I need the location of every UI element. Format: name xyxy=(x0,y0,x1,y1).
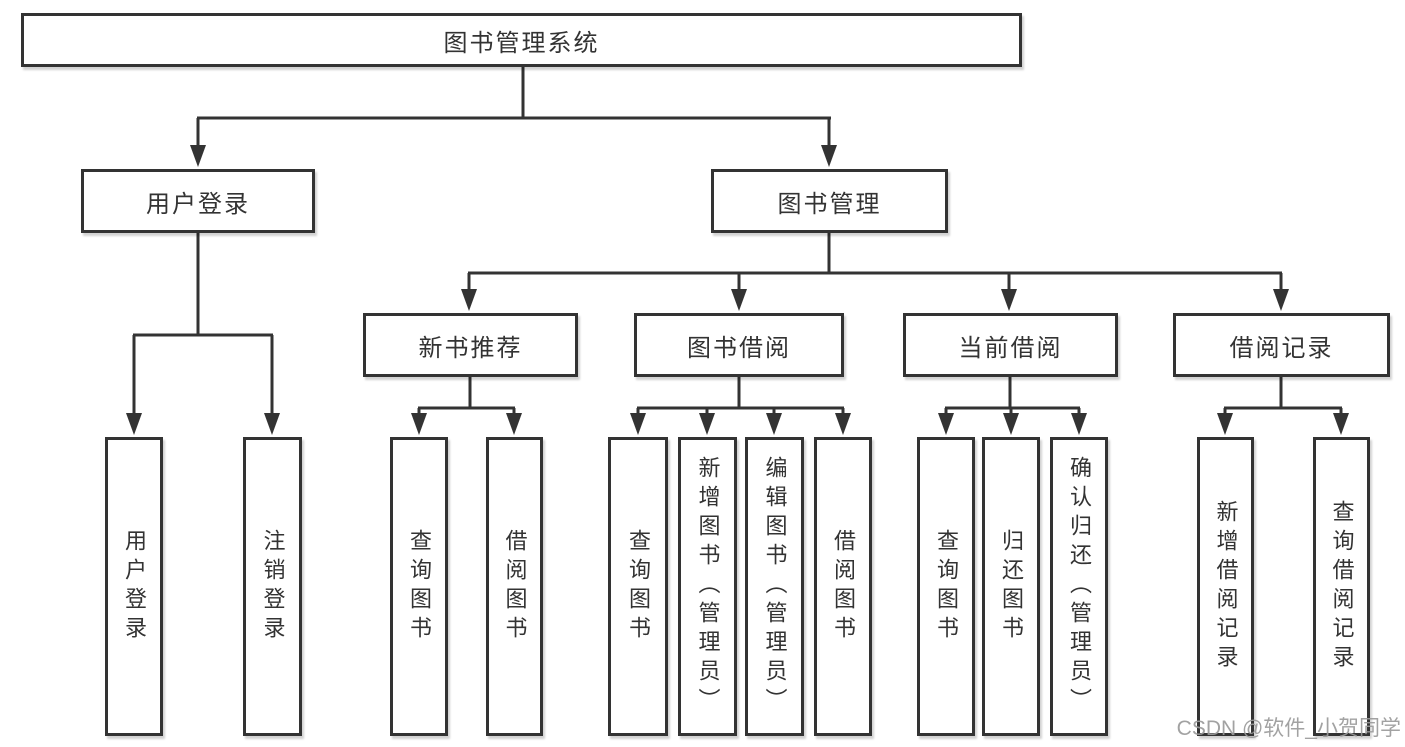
node-root: 图书管理系统 xyxy=(21,13,1022,67)
leaf-records-query-label: 查询借阅记录 xyxy=(1329,499,1355,674)
leaf-newbooks-borrow: 借阅图书 xyxy=(486,437,543,736)
node-book-management-label: 图书管理 xyxy=(777,190,882,218)
arrowheads xyxy=(126,145,1349,435)
leaf-user-login: 用户登录 xyxy=(105,437,163,736)
node-new-book-recommend: 新书推荐 xyxy=(363,313,578,377)
leaf-borrow-query-label: 查询图书 xyxy=(626,528,651,645)
leaf-logout-label: 注销登录 xyxy=(260,528,286,645)
leaf-current-confirm-admin: 确认归还（管理员） xyxy=(1050,437,1108,736)
node-current-borrow: 当前借阅 xyxy=(903,313,1118,377)
leaf-borrow-borrow-label: 借阅图书 xyxy=(831,528,856,645)
leaf-borrow-edit-admin: 编辑图书（管理员） xyxy=(745,437,804,736)
leaf-newbooks-query: 查询图书 xyxy=(390,437,448,736)
node-user-login: 用户登录 xyxy=(81,169,315,233)
leaf-current-return-label: 归还图书 xyxy=(999,528,1024,645)
leaf-borrow-query: 查询图书 xyxy=(608,437,668,736)
node-book-borrow: 图书借阅 xyxy=(634,313,844,377)
leaf-current-confirm-admin-label: 确认归还（管理员） xyxy=(1067,456,1092,717)
leaf-borrow-edit-admin-label: 编辑图书（管理员） xyxy=(762,456,788,717)
node-book-borrow-label: 图书借阅 xyxy=(687,334,791,362)
node-borrow-records-label: 借阅记录 xyxy=(1229,334,1334,362)
node-root-label: 图书管理系统 xyxy=(443,29,600,57)
leaf-logout: 注销登录 xyxy=(243,437,302,736)
leaf-borrow-add-admin-label: 新增图书（管理员） xyxy=(695,456,721,717)
node-current-borrow-label: 当前借阅 xyxy=(958,334,1063,362)
leaf-records-add-label: 新增借阅记录 xyxy=(1213,499,1239,674)
leaf-newbooks-borrow-label: 借阅图书 xyxy=(502,528,528,645)
node-borrow-records: 借阅记录 xyxy=(1173,313,1390,377)
leaf-records-add: 新增借阅记录 xyxy=(1197,437,1254,736)
leaf-borrow-borrow: 借阅图书 xyxy=(814,437,872,736)
leaf-newbooks-query-label: 查询图书 xyxy=(407,528,432,645)
leaf-borrow-add-admin: 新增图书（管理员） xyxy=(678,437,737,736)
leaf-current-query: 查询图书 xyxy=(917,437,975,736)
leaf-current-return: 归还图书 xyxy=(982,437,1040,736)
leaf-records-query: 查询借阅记录 xyxy=(1313,437,1370,736)
leaf-current-query-label: 查询图书 xyxy=(934,528,959,645)
watermark: CSDN @软件_小贺同学 xyxy=(1176,717,1401,740)
node-user-login-label: 用户登录 xyxy=(146,190,250,218)
node-book-management: 图书管理 xyxy=(711,169,948,233)
node-new-book-recommend-label: 新书推荐 xyxy=(418,334,523,362)
leaf-user-login-label: 用户登录 xyxy=(122,528,147,645)
